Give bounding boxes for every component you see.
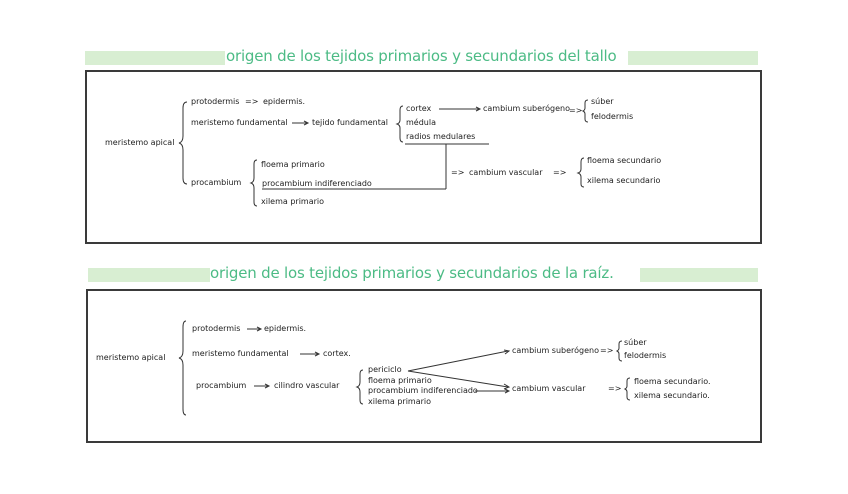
stem-protodermis: protodermis	[191, 97, 240, 106]
stem-cambium-vascular: cambium vascular	[469, 168, 543, 177]
root-procambium-indiferenciado: procambium indiferenciado	[368, 386, 478, 395]
stem-procambium: procambium	[191, 178, 242, 187]
title-band-right-stem	[628, 51, 758, 65]
root-cilindro-vascular: cilindro vascular	[274, 381, 340, 390]
root-meristemo-fundamental: meristemo fundamental	[192, 349, 289, 358]
stem-radios-medulares: radios medulares	[406, 132, 476, 141]
stem-arrow-suberogeno: =>	[569, 106, 583, 115]
title-band-left-root	[88, 268, 210, 282]
root-arrow-vascular: =>	[608, 384, 622, 393]
root-epidermis: epidermis.	[264, 324, 307, 333]
title-band-left-stem	[85, 51, 225, 65]
root-procambium: procambium	[196, 381, 247, 390]
root-felodermis: felodermis	[624, 351, 667, 360]
root-xilema-primario: xilema primario	[368, 397, 432, 406]
root-diagram-panel: meristemo apical protodermis epidermis. …	[86, 289, 762, 443]
title-band-right-root	[640, 268, 758, 282]
stem-xilema-primario: xilema primario	[261, 197, 325, 206]
stem-arrow-vascular: =>	[553, 168, 567, 177]
root-suber: súber	[624, 338, 647, 347]
stem-suber: súber	[591, 97, 614, 106]
stem-floema-primario: floema primario	[261, 160, 325, 169]
root-title: origen de los tejidos primarios y secund…	[210, 264, 614, 282]
stem-title: origen de los tejidos primarios y secund…	[226, 47, 617, 65]
root-protodermis: protodermis	[192, 324, 241, 333]
stem-floema-secundario: floema secundario	[587, 156, 662, 165]
stem-meristemo-fundamental: meristemo fundamental	[191, 118, 288, 127]
stem-tejido-fundamental: tejido fundamental	[312, 118, 389, 127]
root-xilema-secundario: xilema secundario.	[634, 391, 710, 400]
root-connector-lines	[178, 320, 631, 416]
stem-arrow-to-cambium-vascular: =>	[451, 168, 465, 177]
stem-xilema-secundario: xilema secundario	[587, 176, 661, 185]
root-arrow-suberogeno: =>	[600, 346, 614, 355]
stem-cambium-suberogeno: cambium suberógeno	[483, 104, 571, 113]
stem-medula: médula	[406, 118, 436, 127]
root-cortex: cortex.	[323, 349, 351, 358]
root-floema-primario: floema primario	[368, 376, 432, 385]
stem-procambium-indiferenciado: procambium indiferenciado	[262, 179, 372, 188]
stem-arrow-protodermis: =>	[245, 97, 259, 106]
root-floema-secundario: floema secundario.	[634, 377, 711, 386]
root-periciclo: periciclo	[368, 365, 402, 374]
root-meristemo-apical: meristemo apical	[96, 353, 166, 362]
root-cambium-suberogeno: cambium suberógeno	[512, 346, 600, 355]
stem-connector-lines	[178, 99, 589, 207]
stem-felodermis: felodermis	[591, 112, 634, 121]
root-cambium-vascular: cambium vascular	[512, 384, 586, 393]
stem-epidermis: epidermis.	[263, 97, 306, 106]
stem-meristemo-apical: meristemo apical	[105, 138, 175, 147]
stem-cortex: cortex	[406, 104, 432, 113]
stem-diagram-panel: meristemo apical protodermis => epidermi…	[85, 70, 762, 244]
